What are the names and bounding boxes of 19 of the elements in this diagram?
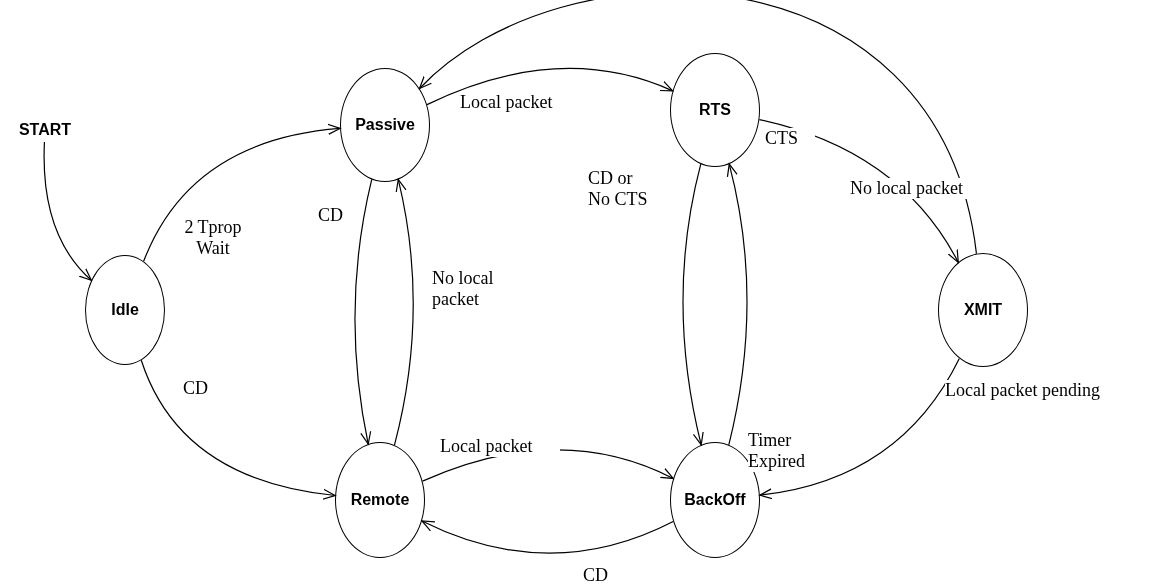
transition-arrow	[426, 67, 674, 106]
transition-arrow	[726, 163, 748, 446]
transition-arrow	[354, 178, 373, 445]
state-name: BackOff	[684, 491, 746, 509]
transition-arrow	[421, 520, 674, 554]
start-label: START	[15, 118, 75, 142]
transition-arrow	[140, 359, 336, 500]
state-name: Idle	[111, 301, 139, 319]
transition-arrow	[393, 178, 414, 446]
transition-arrow	[43, 141, 92, 281]
transition-arrow	[143, 124, 341, 262]
edge-label: Local packet	[440, 436, 560, 457]
state-name: Passive	[355, 116, 415, 134]
transition-arrow	[682, 163, 704, 446]
state-name: XMIT	[963, 301, 1003, 319]
transition-arrow	[759, 357, 960, 499]
state-name: RTS	[699, 101, 731, 119]
transition-arrow	[418, 0, 978, 255]
state-name: Remote	[350, 491, 410, 509]
